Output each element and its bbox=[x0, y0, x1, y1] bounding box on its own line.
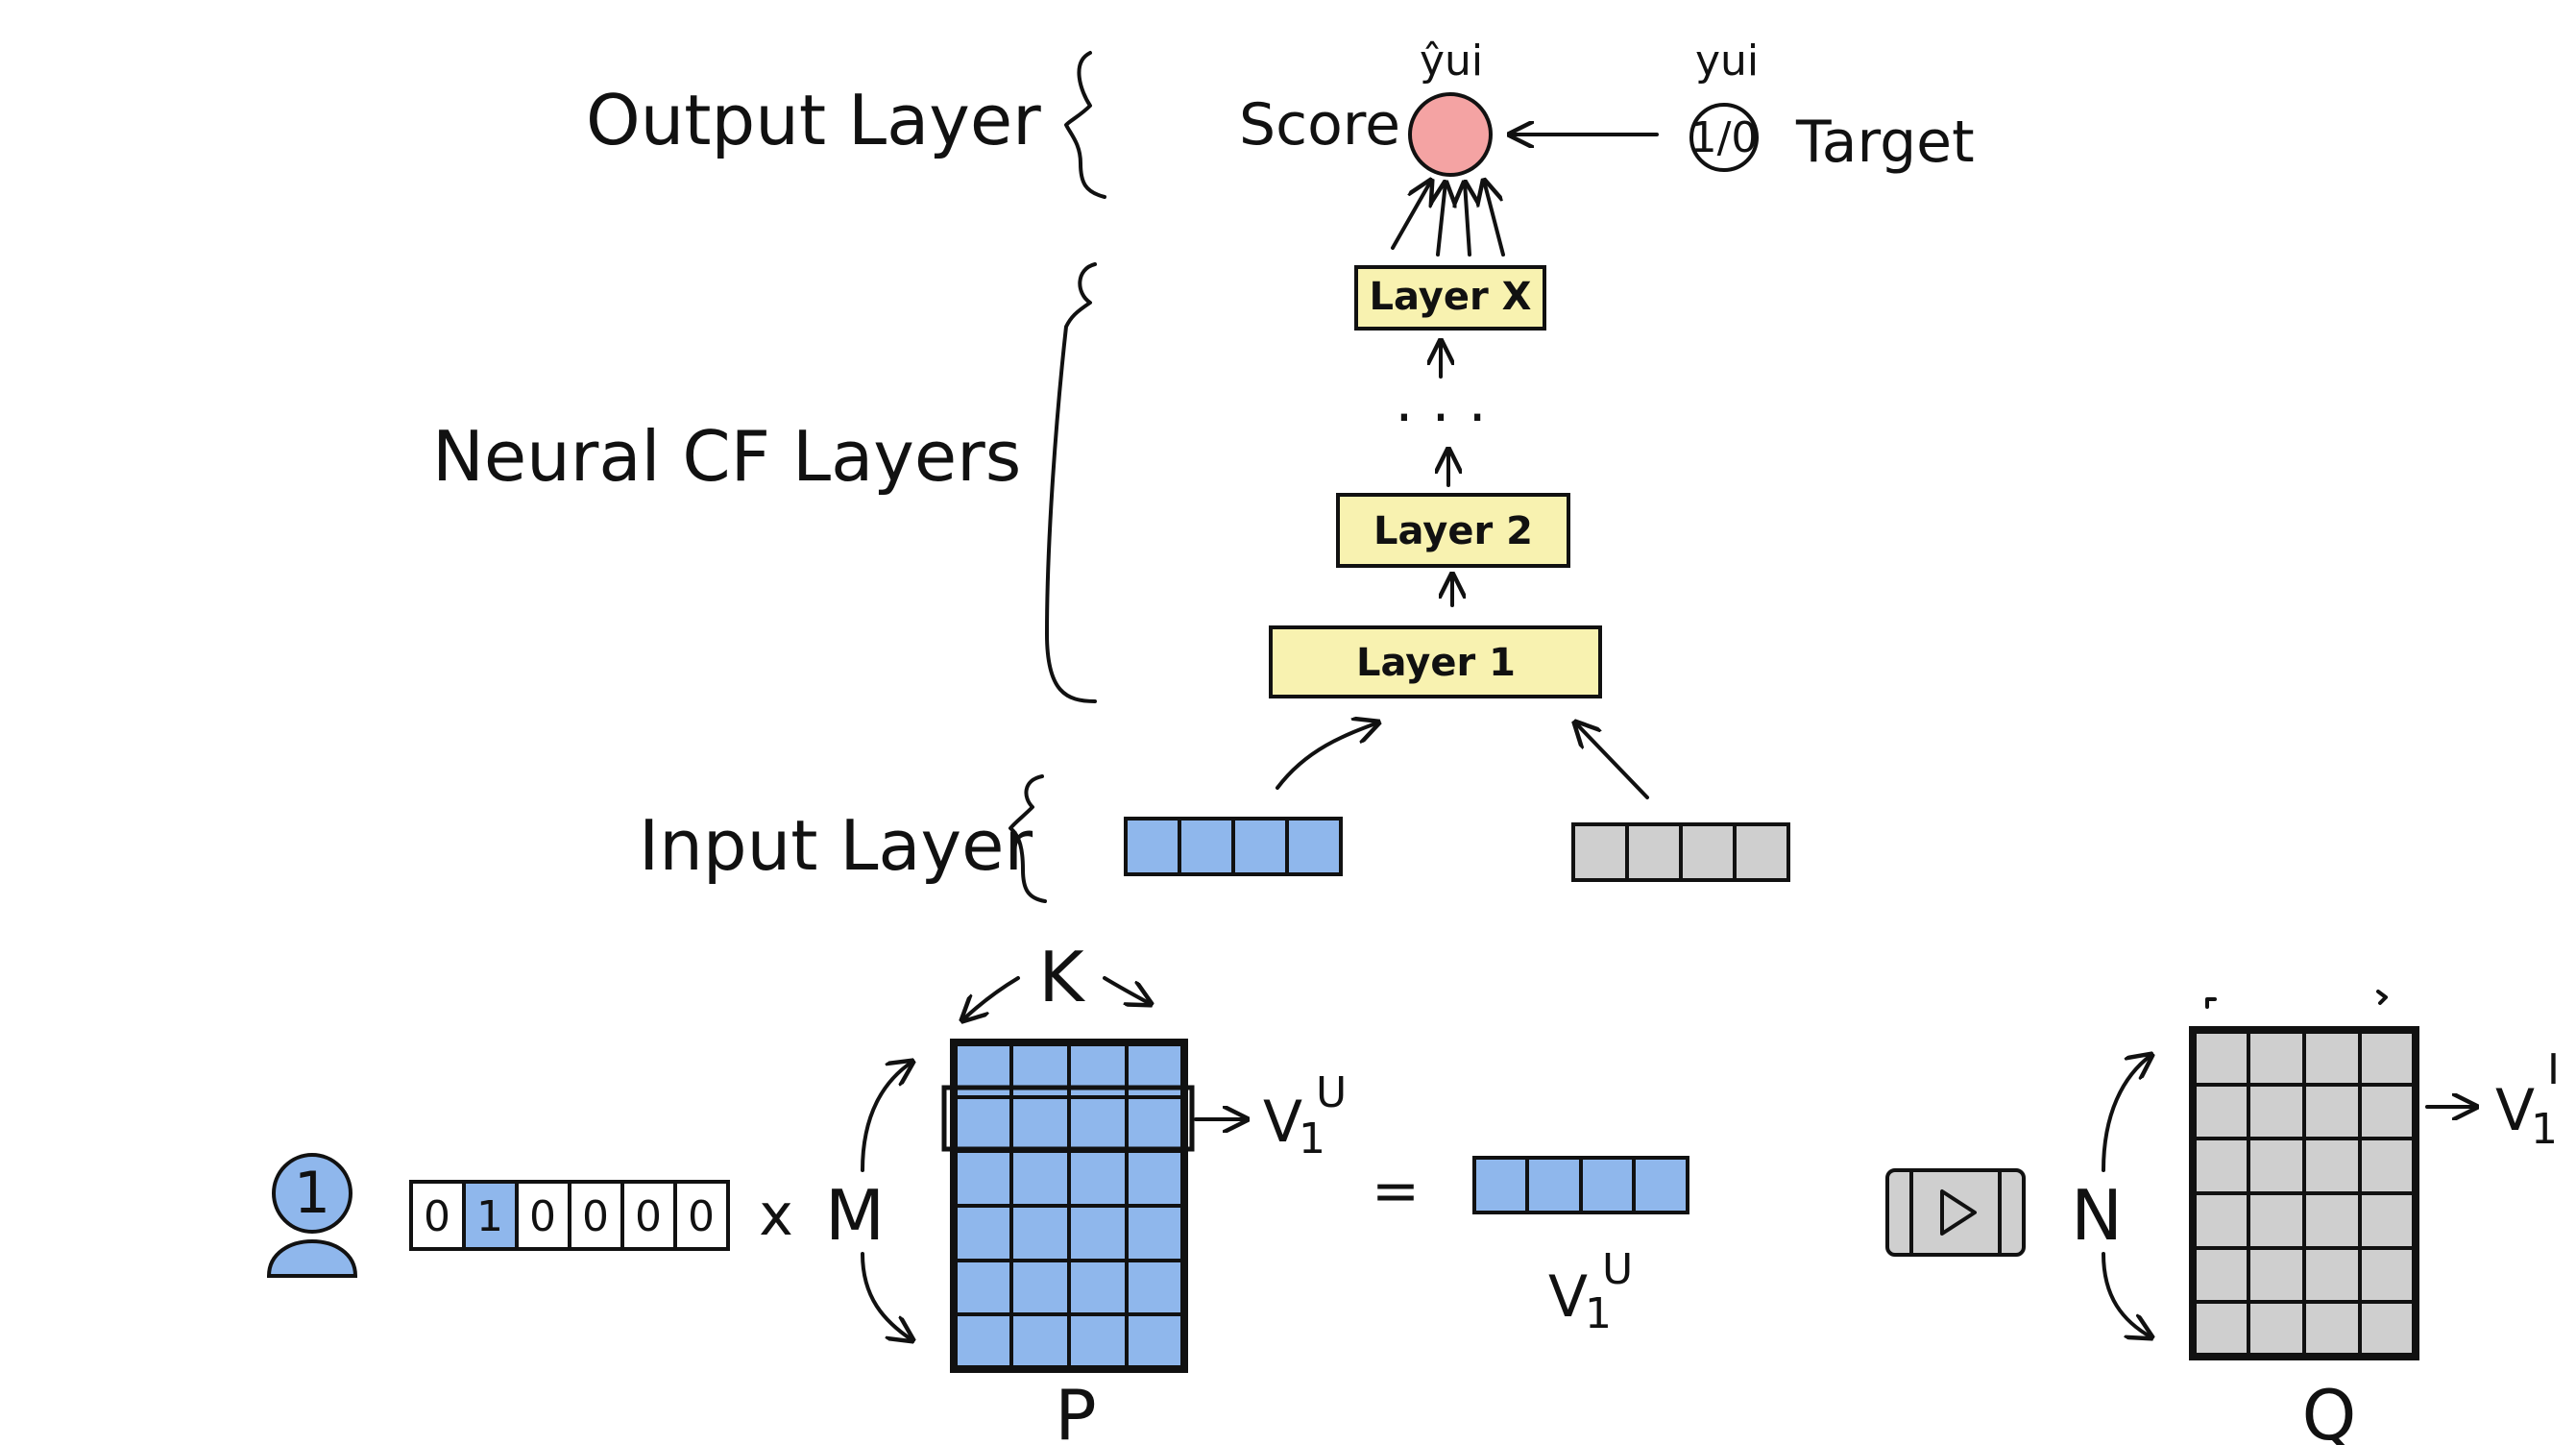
dim-n-arrow-up bbox=[2102, 1055, 2151, 1172]
film-play-icon bbox=[1885, 1168, 2026, 1257]
v1u-bottom-sup: U bbox=[1602, 1245, 1633, 1294]
matrix-q-label: Q bbox=[2302, 1375, 2357, 1445]
dim-k-arrow-right bbox=[1103, 976, 1151, 1004]
item-to-layer1-arrow bbox=[1575, 722, 1649, 799]
item-input-vector bbox=[1571, 822, 1790, 882]
score-node bbox=[1408, 92, 1493, 177]
q-top-tick-right bbox=[2376, 990, 2388, 1005]
layer-1-label: Layer 1 bbox=[1356, 641, 1516, 685]
q-top-tick-left bbox=[2205, 997, 2217, 1009]
v1i-base: V bbox=[2495, 1077, 2535, 1144]
user-embedding-vector bbox=[1472, 1156, 1689, 1214]
output-layer-brace bbox=[1064, 51, 1106, 199]
dim-k-arrow-left bbox=[962, 976, 1020, 1020]
dim-m-label: M bbox=[825, 1175, 885, 1256]
layers-ellipsis: . . . bbox=[1395, 368, 1486, 435]
user-input-vector bbox=[1124, 817, 1343, 876]
one-hot-3: 0 bbox=[582, 1192, 609, 1241]
one-hot-vector bbox=[409, 1180, 730, 1251]
input-layer-label: Input Layer bbox=[639, 805, 1033, 886]
y-true-label: yui bbox=[1695, 37, 1759, 86]
times-sign: x bbox=[759, 1182, 793, 1249]
user-id: 1 bbox=[294, 1160, 330, 1227]
user-avatar-icon bbox=[266, 1153, 358, 1278]
v1u-bottom-sub: 1 bbox=[1585, 1289, 1612, 1338]
dim-n-arrow-down bbox=[2102, 1252, 2151, 1337]
layer-1-box bbox=[1269, 625, 1602, 698]
layerx-to-score-arrows bbox=[1391, 181, 1505, 257]
v1u-right-sup: U bbox=[1316, 1068, 1347, 1117]
y-hat-label: ŷui bbox=[1420, 37, 1483, 86]
target-value: 1/0 bbox=[1690, 113, 1759, 162]
dim-n-label: N bbox=[2071, 1175, 2123, 1256]
one-hot-2: 0 bbox=[529, 1192, 556, 1241]
v1u-right-sub: 1 bbox=[1299, 1114, 1325, 1163]
dim-m-arrow-up bbox=[861, 1062, 912, 1172]
v1i-sup: I bbox=[2547, 1045, 2560, 1094]
neural-cf-brace bbox=[1045, 262, 1097, 703]
one-hot-4: 0 bbox=[635, 1192, 662, 1241]
one-hot-0: 0 bbox=[424, 1192, 450, 1241]
layer-2-label: Layer 2 bbox=[1373, 509, 1533, 553]
layer-x-label: Layer X bbox=[1370, 275, 1532, 319]
output-layer-label: Output Layer bbox=[586, 80, 1041, 160]
matrix-p bbox=[941, 1039, 1195, 1373]
matrix-q bbox=[2189, 1026, 2419, 1360]
v1u-right-base: V bbox=[1263, 1089, 1302, 1156]
one-hot-1: 1 bbox=[476, 1192, 503, 1241]
matrix-p-label: P bbox=[1055, 1375, 1096, 1445]
user-to-layer1-arrow bbox=[1276, 722, 1378, 790]
dim-m-arrow-down bbox=[861, 1252, 912, 1340]
v1i-sub: 1 bbox=[2531, 1105, 2558, 1154]
target-label: Target bbox=[1795, 109, 1975, 176]
target-circle bbox=[1689, 103, 1759, 172]
dim-k-label: K bbox=[1038, 937, 1085, 1017]
equals-sign: = bbox=[1372, 1158, 1420, 1225]
layer-x-box bbox=[1354, 265, 1546, 331]
layer-2-box bbox=[1336, 493, 1570, 568]
v1u-bottom-base: V bbox=[1548, 1263, 1588, 1331]
score-label: Score bbox=[1239, 91, 1400, 159]
one-hot-5: 0 bbox=[688, 1192, 715, 1241]
input-layer-brace bbox=[1009, 774, 1047, 903]
neural-cf-layers-label: Neural CF Layers bbox=[432, 416, 1021, 497]
